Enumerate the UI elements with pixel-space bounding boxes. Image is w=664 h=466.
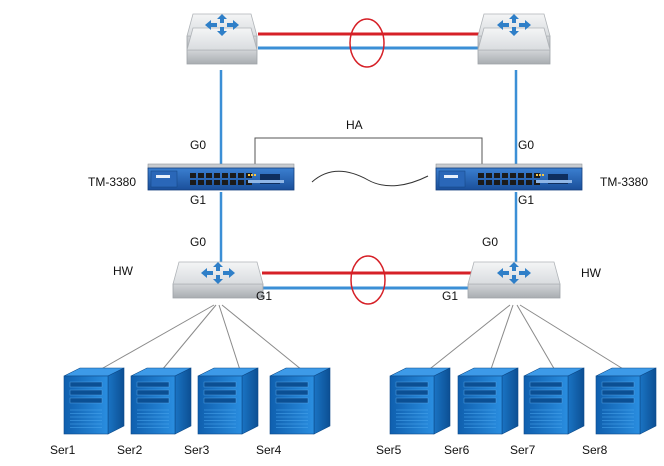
access-link-marker xyxy=(350,255,386,305)
core-link-marker xyxy=(349,18,385,68)
left-access-switch-arrows-icon xyxy=(201,262,235,284)
left-firewall xyxy=(147,163,295,191)
server-label-6: Ser6 xyxy=(444,443,470,457)
right-sw-name-label: HW xyxy=(581,266,602,280)
server-label-2: Ser2 xyxy=(117,443,143,457)
right-access-switch xyxy=(467,261,561,299)
right-sw-g0-label: G0 xyxy=(482,235,498,249)
ha-link xyxy=(254,137,483,166)
left-sw-name-label: HW xyxy=(113,264,134,278)
server-2 xyxy=(130,367,192,435)
server-label-1: Ser1 xyxy=(50,443,76,457)
left-sw-g1-label: G1 xyxy=(256,289,272,303)
right-fw-g1-label: G1 xyxy=(518,193,534,207)
right-fw-g0-label: G0 xyxy=(518,138,534,152)
heartbeat-wave xyxy=(311,170,429,187)
right-access-switch-arrows-icon xyxy=(497,262,531,284)
left-access-switch xyxy=(172,261,264,299)
left-fw-g0-label: G0 xyxy=(190,138,206,152)
right-core-switch-arrows-icon xyxy=(497,14,531,36)
server-label-4: Ser4 xyxy=(256,443,282,457)
left-server-links xyxy=(95,304,303,373)
right-server-links xyxy=(425,304,629,373)
server-8 xyxy=(595,367,657,435)
left-fw-name-label: TM-3380 xyxy=(88,175,136,189)
server-1 xyxy=(63,367,125,435)
server-7 xyxy=(523,367,585,435)
right-firewall xyxy=(435,163,583,191)
server-5 xyxy=(389,367,451,435)
links xyxy=(95,18,629,373)
server-label-7: Ser7 xyxy=(510,443,536,457)
ha-label: HA xyxy=(346,118,363,132)
server-label-5: Ser5 xyxy=(376,443,402,457)
left-core-switch-arrows-icon xyxy=(205,14,239,36)
left-fw-g1-label: G1 xyxy=(190,193,206,207)
right-core-switch xyxy=(477,13,551,65)
labels: HA G0 G0 TM-3380 TM-3380 G1 G1 G0 G0 HW … xyxy=(50,118,648,457)
server-4 xyxy=(269,367,331,435)
server-6 xyxy=(457,367,519,435)
left-sw-g0-label: G0 xyxy=(190,235,206,249)
server-label-3: Ser3 xyxy=(184,443,210,457)
right-fw-name-label: TM-3380 xyxy=(600,175,648,189)
right-sw-g1-label: G1 xyxy=(442,289,458,303)
left-core-switch xyxy=(186,13,258,65)
server-3 xyxy=(197,367,259,435)
server-label-8: Ser8 xyxy=(582,443,608,457)
